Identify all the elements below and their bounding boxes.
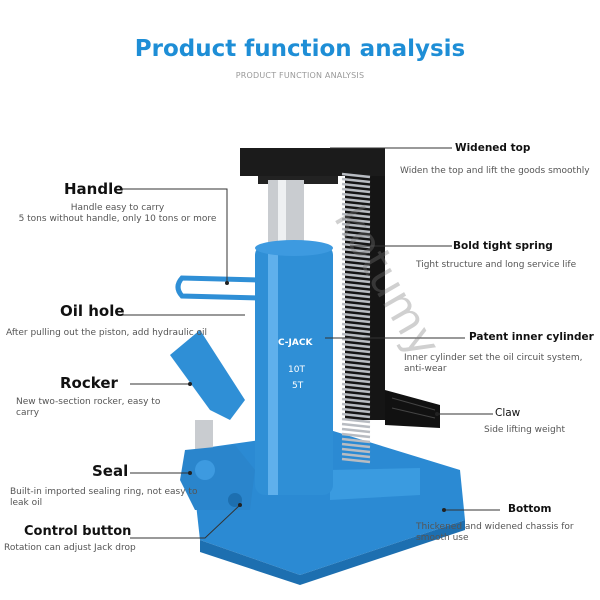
page-title: Product function analysis bbox=[134, 36, 466, 62]
spring-coil bbox=[341, 422, 371, 429]
spring-coil bbox=[341, 402, 371, 409]
spring-coil bbox=[341, 307, 371, 314]
widened-top bbox=[240, 148, 385, 176]
spring-coil bbox=[341, 217, 371, 224]
spring-coil bbox=[341, 457, 371, 464]
spring-coil bbox=[341, 387, 371, 394]
page-subtitle: PRODUCT FUNCTION ANALYSIS bbox=[235, 71, 365, 80]
spring-coil bbox=[341, 207, 371, 214]
spring-coil bbox=[341, 237, 371, 244]
spring-coil bbox=[341, 312, 371, 319]
spring-coil bbox=[341, 432, 371, 439]
spring-coil bbox=[341, 372, 371, 379]
spring-coil bbox=[341, 322, 371, 329]
rocker-desc: New two-section rocker, easy to carry bbox=[16, 397, 161, 418]
spring-coil bbox=[341, 417, 371, 424]
spring-coil bbox=[341, 407, 371, 414]
spring-coil bbox=[341, 347, 371, 354]
rating-10t: 10T bbox=[288, 365, 305, 375]
widened-top-desc: Widen the top and lift the goods smoothl… bbox=[400, 166, 590, 176]
spring-coil bbox=[341, 187, 371, 194]
inner-cylinder-title: Patent inner cylinder bbox=[469, 331, 594, 343]
spring-coil bbox=[341, 192, 371, 199]
claw-title: Claw bbox=[495, 407, 521, 419]
spring-coil bbox=[341, 447, 371, 454]
watermark: kotumy bbox=[324, 198, 451, 366]
handle-desc: Handle easy to carry 5 tons without hand… bbox=[18, 203, 217, 224]
oil-hole-title: Oil hole bbox=[60, 302, 125, 320]
spring-coil bbox=[341, 392, 371, 399]
spring-title: Bold tight spring bbox=[453, 240, 553, 252]
spring-coil bbox=[341, 197, 371, 204]
spring-coil bbox=[341, 362, 371, 369]
spring-coil bbox=[341, 367, 371, 374]
spring-coil bbox=[341, 337, 371, 344]
spring-coil bbox=[341, 182, 371, 189]
spring-coil bbox=[341, 222, 371, 229]
model-text: C-JACK bbox=[278, 338, 313, 348]
spring-coil bbox=[341, 437, 371, 444]
rating-5t: 5T bbox=[292, 381, 304, 391]
spring bbox=[341, 172, 371, 464]
handle-title: Handle bbox=[64, 180, 124, 198]
spring-coil bbox=[341, 427, 371, 434]
spring-coil bbox=[341, 452, 371, 459]
spring-coil bbox=[341, 252, 371, 259]
spring-coil bbox=[341, 377, 371, 384]
claw-desc: Side lifting weight bbox=[484, 425, 565, 435]
spring-coil bbox=[341, 282, 371, 289]
seal-title: Seal bbox=[92, 462, 129, 480]
spring-coil bbox=[341, 272, 371, 279]
spring-coil bbox=[341, 332, 371, 339]
spring-coil bbox=[341, 277, 371, 284]
seal-desc: Built-in imported sealing ring, not easy… bbox=[10, 487, 198, 508]
spring-coil bbox=[341, 202, 371, 209]
handle bbox=[175, 275, 259, 301]
base-block bbox=[330, 468, 420, 500]
spring-coil bbox=[341, 352, 371, 359]
control-button-title: Control button bbox=[24, 524, 132, 539]
spring-coil bbox=[341, 297, 371, 304]
control-button-desc: Rotation can adjust Jack drop bbox=[4, 543, 136, 553]
spring-coil bbox=[341, 382, 371, 389]
spring-coil bbox=[341, 442, 371, 449]
spring-desc: Tight structure and long service life bbox=[416, 260, 577, 270]
spring-coil bbox=[341, 342, 371, 349]
spring-coil bbox=[341, 232, 371, 239]
leader-lines bbox=[122, 147, 500, 539]
spring-coil bbox=[341, 212, 371, 219]
rocker-title: Rocker bbox=[60, 374, 118, 392]
inner-cylinder-desc: Inner cylinder set the oil circuit syste… bbox=[404, 353, 583, 374]
spring-coil bbox=[341, 302, 371, 309]
spring-coil bbox=[341, 267, 371, 274]
widened-top-title: Widened top bbox=[455, 142, 531, 154]
oil-hole-desc: After pulling out the piston, add hydrau… bbox=[6, 328, 208, 338]
spring-coil bbox=[341, 397, 371, 404]
spring-coil bbox=[341, 262, 371, 269]
spring-coil bbox=[341, 257, 371, 264]
bottom-desc: Thickened and widened chassis for smooth… bbox=[416, 522, 574, 543]
bottom-title: Bottom bbox=[508, 503, 552, 515]
spring-coil bbox=[341, 247, 371, 254]
spring-coil bbox=[341, 172, 371, 179]
rocker bbox=[170, 330, 245, 420]
spring-coil bbox=[341, 357, 371, 364]
spring-coil bbox=[341, 412, 371, 419]
spring-coil bbox=[341, 292, 371, 299]
spring-coil bbox=[341, 327, 371, 334]
spring-coil bbox=[341, 177, 371, 184]
spring-coil bbox=[341, 227, 371, 234]
spring-coil bbox=[341, 317, 371, 324]
spring-coil bbox=[341, 287, 371, 294]
